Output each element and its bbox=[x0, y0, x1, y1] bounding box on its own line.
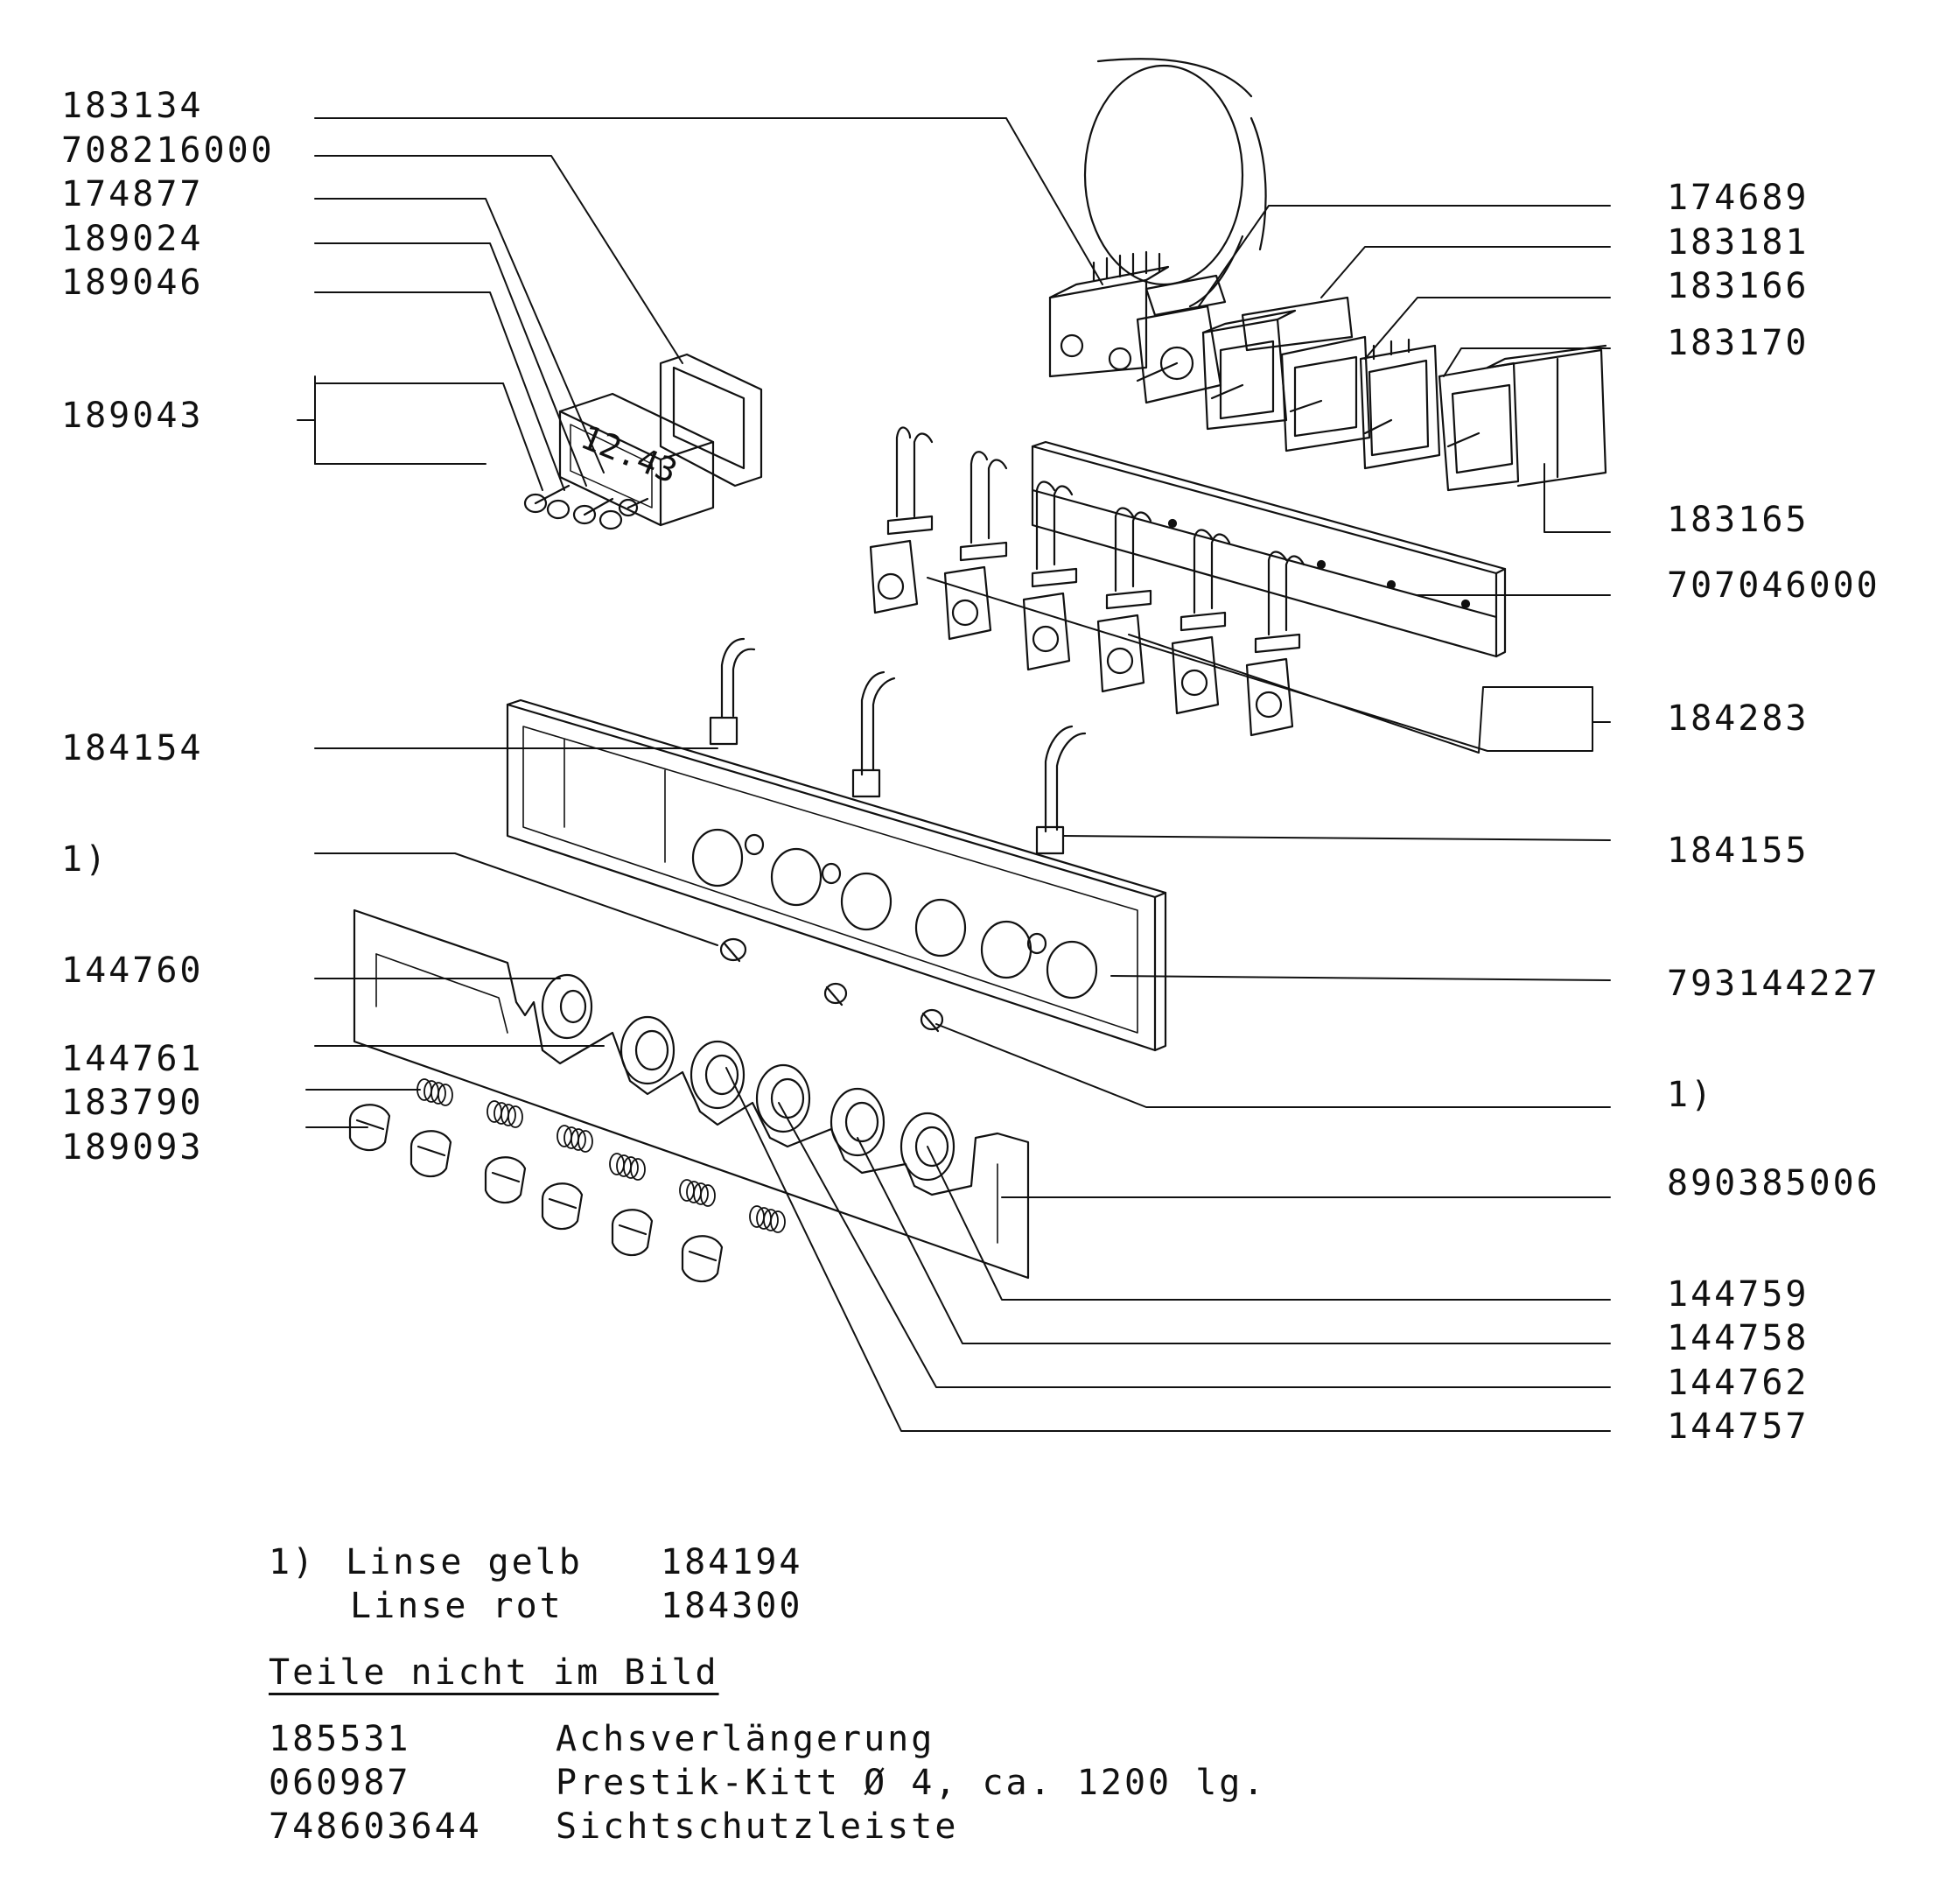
part-label-183790: 183790 bbox=[61, 1083, 204, 1123]
knob-panel bbox=[354, 910, 1028, 1278]
part-label-708216000: 708216000 bbox=[61, 130, 275, 171]
part-label-144759: 144759 bbox=[1667, 1274, 1810, 1315]
part-label-183170: 183170 bbox=[1667, 323, 1810, 363]
part-label-189043: 189043 bbox=[61, 396, 204, 436]
springs bbox=[417, 1079, 785, 1232]
not-shown-number: 185531 bbox=[269, 1719, 411, 1759]
not-shown-desc: Prestik-Kitt Ø 4, ca. 1200 lg. bbox=[556, 1763, 1267, 1803]
part-label-144762: 144762 bbox=[1667, 1363, 1810, 1403]
part-label-144757: 144757 bbox=[1667, 1406, 1810, 1447]
part-label-144761: 144761 bbox=[61, 1039, 204, 1079]
part-label-184155: 184155 bbox=[1667, 831, 1810, 871]
part-label-144760: 144760 bbox=[61, 951, 204, 991]
part-label-184283: 184283 bbox=[1667, 698, 1810, 739]
part-label-183166: 183166 bbox=[1667, 266, 1810, 306]
clock-assembly: 12.43 bbox=[525, 354, 761, 529]
part-label-793144227: 793144227 bbox=[1667, 964, 1880, 1004]
part-label-189024: 189024 bbox=[61, 219, 204, 259]
connectors bbox=[710, 639, 1085, 853]
not-shown-heading: Teile nicht im Bild bbox=[269, 1652, 719, 1693]
lamp-holders bbox=[871, 427, 1304, 735]
not-shown-desc: Achsverlängerung bbox=[556, 1719, 935, 1759]
part-label-174877: 174877 bbox=[61, 174, 204, 214]
part-label-183181: 183181 bbox=[1667, 222, 1810, 263]
footnote-marker: 1) bbox=[269, 1542, 317, 1582]
front-panel bbox=[508, 700, 1166, 1050]
capillary-tube bbox=[1085, 59, 1266, 306]
leader-lines-right bbox=[726, 206, 1610, 1431]
part-label-144758: 144758 bbox=[1667, 1318, 1810, 1358]
footnote-lens-red-name: Linse rot bbox=[350, 1586, 564, 1626]
footnote-lens-yellow-number: 184194 bbox=[661, 1542, 803, 1582]
part-label-footnote-right: 1) bbox=[1667, 1075, 1715, 1115]
mounting-rail bbox=[1032, 442, 1505, 656]
not-shown-number: 060987 bbox=[269, 1763, 411, 1803]
footnote-lens-red-number: 184300 bbox=[661, 1586, 803, 1626]
part-label-189046: 189046 bbox=[61, 263, 204, 303]
switch-block bbox=[1050, 252, 1606, 490]
knob-caps bbox=[350, 1105, 722, 1281]
part-label-184154: 184154 bbox=[61, 728, 204, 768]
part-label-183165: 183165 bbox=[1667, 500, 1810, 540]
part-label-174689: 174689 bbox=[1667, 178, 1810, 218]
part-label-707046000: 707046000 bbox=[1667, 565, 1880, 606]
not-shown-desc: Sichtschutzleiste bbox=[556, 1806, 959, 1847]
part-label-189093: 189093 bbox=[61, 1127, 204, 1168]
part-label-footnote-left: 1) bbox=[61, 839, 109, 880]
leader-lines-left bbox=[298, 118, 1102, 1127]
part-label-890385006: 890385006 bbox=[1667, 1163, 1880, 1203]
part-label-183134: 183134 bbox=[61, 86, 204, 126]
footnote-lens-yellow-name: Linse gelb bbox=[346, 1542, 583, 1582]
lenses bbox=[721, 939, 942, 1031]
not-shown-number: 748603644 bbox=[269, 1806, 482, 1847]
